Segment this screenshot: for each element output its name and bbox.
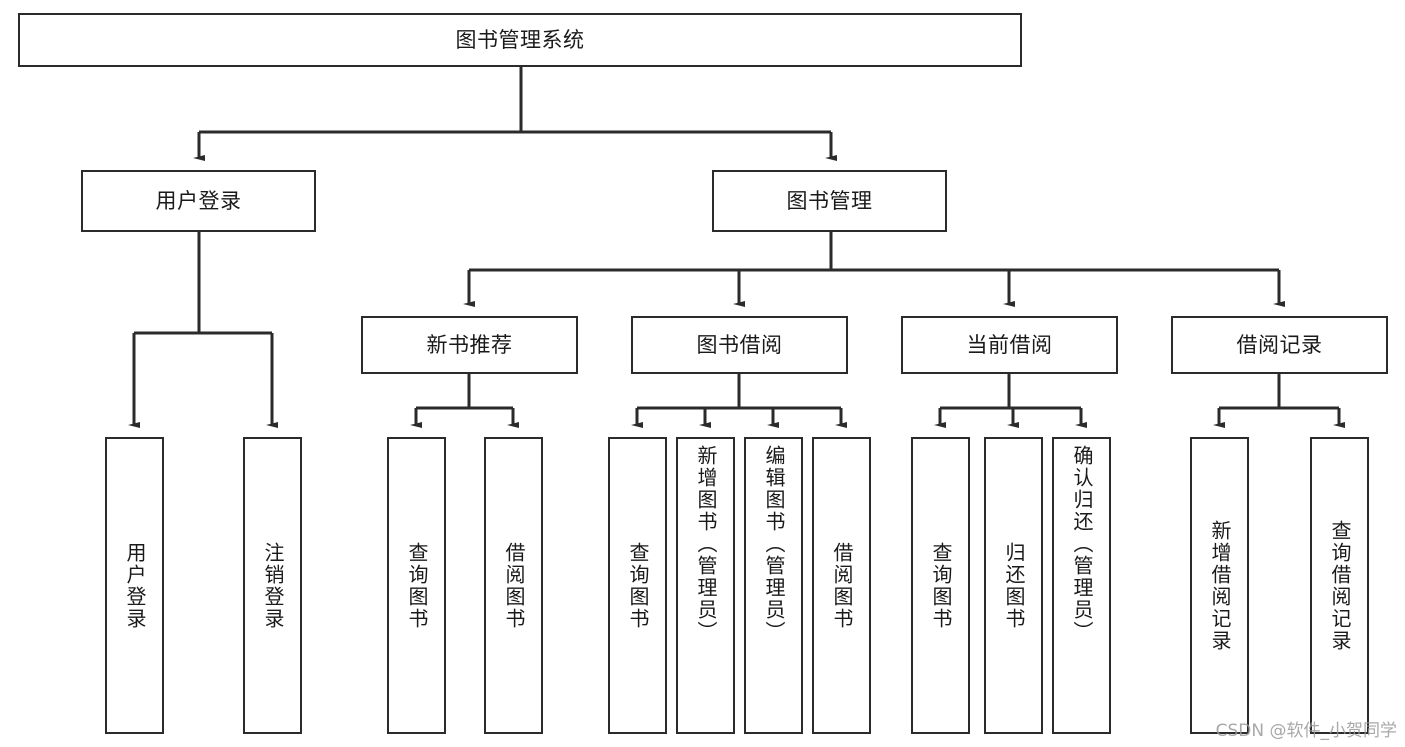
node-root-label: 图书管理系统: [455, 27, 585, 52]
leaf-edit-book-admin[interactable]: 编辑图书（管理员）: [744, 437, 803, 734]
node-book-management-label: 图书管理: [786, 188, 873, 213]
leaf-query-book-borrow[interactable]: 查询图书: [608, 437, 667, 734]
leaf-user-login[interactable]: 用户登录: [105, 437, 164, 734]
leaf-query-book-current-label: 查询图书: [929, 541, 953, 630]
leaf-add-borrow-record[interactable]: 新增借阅记录: [1190, 437, 1249, 734]
leaf-borrow-book-recommend-label: 借阅图书: [502, 541, 526, 630]
node-new-book-recommend-label: 新书推荐: [426, 332, 513, 357]
leaf-borrow-book-label: 借阅图书: [830, 541, 854, 630]
node-new-book-recommend[interactable]: 新书推荐: [361, 316, 578, 374]
node-book-management[interactable]: 图书管理: [712, 170, 947, 232]
node-user-login-label: 用户登录: [155, 188, 242, 213]
leaf-query-book-recommend-label: 查询图书: [405, 541, 429, 630]
leaf-add-book-admin[interactable]: 新增图书（管理员）: [676, 437, 735, 734]
leaf-query-borrow-record-label: 查询借阅记录: [1328, 519, 1352, 652]
node-book-borrow[interactable]: 图书借阅: [631, 316, 848, 374]
leaf-add-borrow-record-label: 新增借阅记录: [1208, 519, 1232, 652]
watermark: CSDN @软件_小贺同学: [1215, 721, 1397, 741]
node-current-borrow[interactable]: 当前借阅: [901, 316, 1118, 374]
leaf-confirm-return-admin[interactable]: 确认归还（管理员）: [1052, 437, 1111, 734]
leaf-borrow-book[interactable]: 借阅图书: [812, 437, 871, 734]
node-book-borrow-label: 图书借阅: [696, 332, 783, 357]
leaf-return-book-label: 归还图书: [1002, 541, 1026, 630]
node-current-borrow-label: 当前借阅: [966, 332, 1053, 357]
leaf-borrow-book-recommend[interactable]: 借阅图书: [484, 437, 543, 734]
leaf-user-login-label: 用户登录: [123, 541, 147, 630]
leaf-return-book[interactable]: 归还图书: [984, 437, 1043, 734]
leaf-query-book-borrow-label: 查询图书: [626, 541, 650, 630]
node-borrow-records[interactable]: 借阅记录: [1171, 316, 1388, 374]
leaf-logout-label: 注销登录: [261, 541, 285, 630]
leaf-edit-book-admin-label: 编辑图书（管理员）: [762, 445, 786, 643]
leaf-query-book-current[interactable]: 查询图书: [911, 437, 970, 734]
leaf-confirm-return-admin-label: 确认归还（管理员）: [1070, 445, 1094, 643]
leaf-logout[interactable]: 注销登录: [243, 437, 302, 734]
leaf-add-book-admin-label: 新增图书（管理员）: [694, 445, 718, 643]
node-user-login[interactable]: 用户登录: [81, 170, 316, 232]
leaf-query-borrow-record[interactable]: 查询借阅记录: [1310, 437, 1369, 734]
node-root[interactable]: 图书管理系统: [18, 13, 1022, 67]
node-borrow-records-label: 借阅记录: [1236, 332, 1323, 357]
leaf-query-book-recommend[interactable]: 查询图书: [387, 437, 446, 734]
